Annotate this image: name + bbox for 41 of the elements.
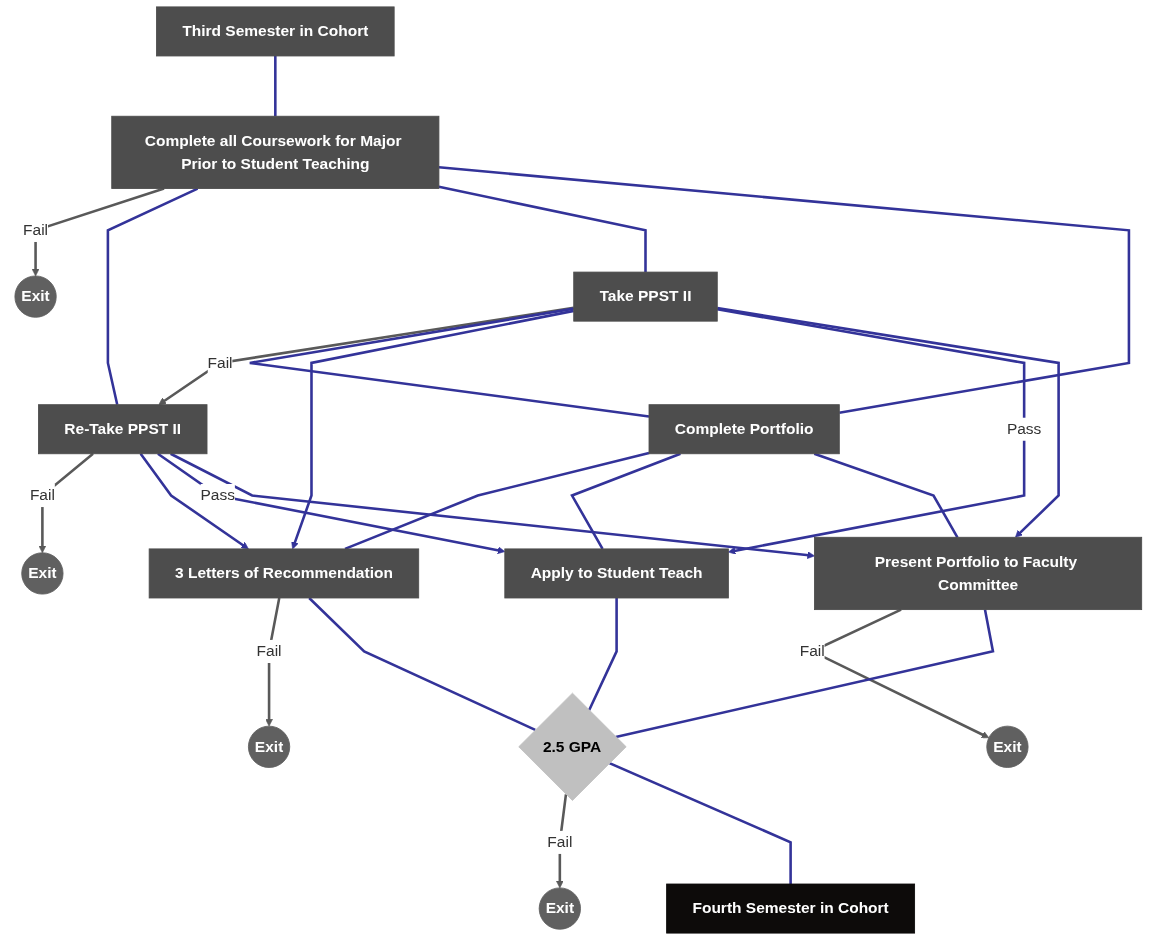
edge-label: Fail — [207, 353, 233, 372]
arrow — [156, 452, 505, 554]
node-circle: Exit — [21, 552, 64, 595]
node-box: Third Semester in Cohort — [155, 6, 395, 57]
node-box: Apply to Student Teach — [504, 548, 729, 599]
arrow — [716, 306, 1060, 538]
edge-label: Pass — [1006, 420, 1042, 438]
connector — [813, 452, 959, 538]
node-box: Complete Portfolio — [648, 404, 840, 455]
edge-label: Fail — [29, 486, 55, 504]
connector — [438, 185, 647, 273]
connector — [106, 187, 198, 405]
arrow — [139, 453, 249, 550]
arrow — [716, 307, 1026, 555]
connector — [608, 761, 792, 884]
connector — [248, 307, 649, 418]
node-box: Take PPST II — [573, 271, 718, 322]
node-circle: Exit — [538, 887, 581, 930]
connector — [615, 609, 995, 739]
node-box: Complete all Coursework for Major Prior to Student Teaching — [111, 115, 440, 189]
node-box: Re-Take PPST II — [37, 404, 208, 455]
edge-label: Fail — [22, 221, 48, 239]
node-circle: Exit — [247, 725, 290, 768]
node-circle: Exit — [986, 725, 1029, 768]
node-diamond: 2.5 GPA — [518, 692, 627, 801]
arrow — [169, 452, 815, 559]
node-box: Present Portfolio to Faculty Committee — [813, 536, 1142, 611]
node-circle: Exit — [14, 275, 57, 318]
edge-label: Fail — [256, 642, 282, 660]
node-box: 3 Letters of Recommendation — [148, 548, 419, 599]
arrow — [291, 309, 574, 550]
connector — [587, 598, 618, 711]
arrow — [158, 306, 574, 406]
edge-label: Fail — [799, 642, 825, 660]
connector — [273, 55, 277, 117]
edge-label: Fail — [547, 833, 573, 851]
connector — [438, 166, 1130, 415]
connector — [569, 452, 681, 550]
edge-label: Pass — [200, 486, 235, 504]
node-box: Fourth Semester in Cohort — [665, 883, 915, 934]
connector — [308, 597, 536, 732]
